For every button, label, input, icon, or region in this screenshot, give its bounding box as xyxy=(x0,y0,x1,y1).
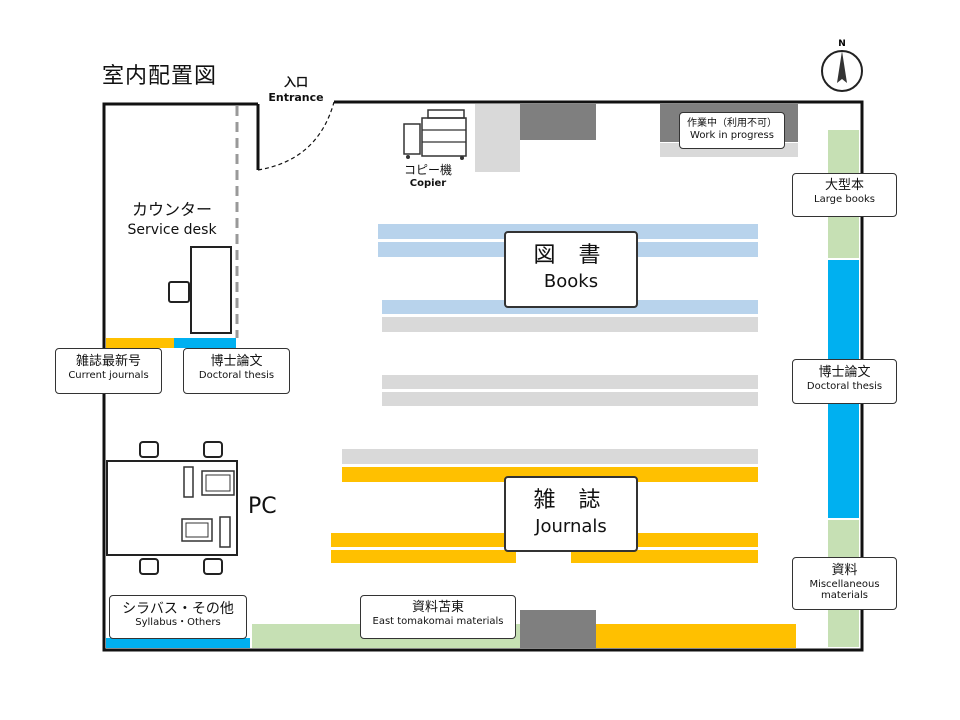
service-desk xyxy=(190,246,232,334)
shelf-journals xyxy=(331,550,516,563)
doctoral-right-label: 博士論文 Doctoral thesis xyxy=(792,359,897,404)
shelf-syllabus xyxy=(106,638,250,648)
entrance-ja: 入口 xyxy=(283,75,308,89)
shelf-unavailable xyxy=(342,449,758,464)
copier-label: コピー機 Copier xyxy=(388,163,468,191)
current-journals-ja: 雑誌最新号 xyxy=(75,354,141,369)
tomakomai-label: 資料苫東 East tomakomai materials xyxy=(360,595,516,639)
doctoral-left-label: 博士論文 Doctoral thesis xyxy=(183,348,290,394)
current-journals-label: 雑誌最新号 Current journals xyxy=(55,348,162,394)
computer-icon xyxy=(181,466,235,548)
shelf-unavailable xyxy=(382,375,758,389)
journals-en: Journals xyxy=(535,516,607,538)
entrance-label: 入口 Entrance xyxy=(266,75,326,105)
books-label: 図 書 Books xyxy=(504,231,638,308)
pc-chair xyxy=(139,441,159,458)
work-en: Work in progress xyxy=(690,129,774,141)
journals-ja: 雑 誌 xyxy=(533,488,609,513)
pc-chair xyxy=(203,441,223,458)
doctoral-left-en: Doctoral thesis xyxy=(198,369,275,381)
dark-block-bottom xyxy=(520,610,596,648)
books-ja: 図 書 xyxy=(533,243,609,268)
journals-label: 雑 誌 Journals xyxy=(504,476,638,552)
compass-north-label: N xyxy=(838,39,846,49)
misc-en1: Miscellaneous xyxy=(809,578,880,590)
work-ja: 作業中（利用不可） xyxy=(687,118,777,129)
copier-icon xyxy=(403,109,467,160)
copier-ja: コピー機 xyxy=(403,163,452,177)
desk-chair xyxy=(168,281,190,303)
current-journals-en: Current journals xyxy=(68,369,149,381)
shelf-doctoral-left xyxy=(174,338,236,348)
dark-block-top xyxy=(520,104,596,140)
shelf-journals-bottom xyxy=(596,624,796,648)
pc-label: PC xyxy=(248,494,277,519)
misc-label: 資料 Miscellaneous materials xyxy=(792,557,897,610)
doctoral-right-en: Doctoral thesis xyxy=(806,380,883,392)
misc-en2: materials xyxy=(821,590,868,602)
large-books-en: Large books xyxy=(814,193,875,205)
shelf-journals xyxy=(571,550,758,563)
counter-en: Service desk xyxy=(127,221,217,238)
syllabus-label: シラバス・その他 Syllabus・Others xyxy=(109,595,247,639)
compass-icon: N xyxy=(821,39,863,92)
counter-ja: カウンター xyxy=(131,200,212,219)
pc-table xyxy=(106,460,238,556)
counter-label: カウンター Service desk xyxy=(112,200,232,239)
copier-en: Copier xyxy=(409,178,447,189)
tomakomai-ja: 資料苫東 xyxy=(411,600,464,615)
shelf-unavailable xyxy=(382,392,758,406)
unavailable-block-top xyxy=(475,104,520,172)
doctoral-left-ja: 博士論文 xyxy=(210,354,263,369)
books-en: Books xyxy=(543,271,599,293)
pc-chair xyxy=(139,558,159,575)
shelf-current-journals xyxy=(106,338,174,348)
doctoral-right-ja: 博士論文 xyxy=(818,365,871,380)
shelf-journals xyxy=(342,467,758,482)
large-books-label: 大型本 Large books xyxy=(792,173,897,217)
entrance-en: Entrance xyxy=(268,90,324,104)
work-label: 作業中（利用不可） Work in progress xyxy=(679,112,785,149)
tomakomai-en: East tomakomai materials xyxy=(372,615,504,627)
pc-chair xyxy=(203,558,223,575)
large-books-ja: 大型本 xyxy=(824,178,864,193)
syllabus-en: Syllabus・Others xyxy=(135,617,221,629)
misc-ja: 資料 xyxy=(831,563,858,578)
page-title: 室内配置図 xyxy=(102,64,218,89)
shelf-unavailable xyxy=(382,317,758,332)
syllabus-ja: シラバス・その他 xyxy=(122,601,234,617)
